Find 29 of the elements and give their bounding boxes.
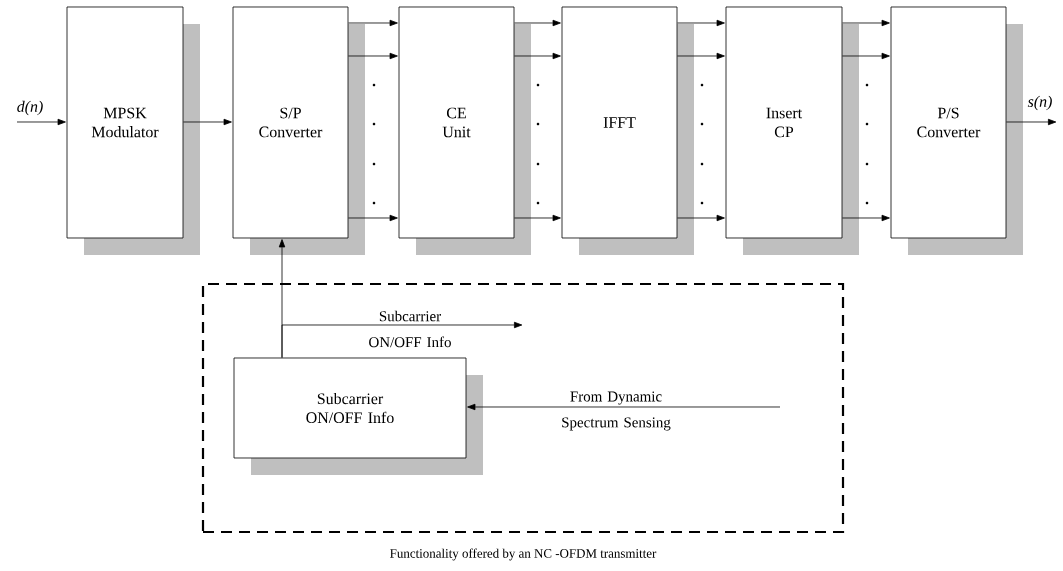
process-box: CE Unit <box>398 6 531 255</box>
arrow <box>514 19 561 27</box>
process-box: Insert CP <box>725 6 859 255</box>
edge-label: From Dynamic Spectrum Sensing <box>562 391 671 431</box>
arrow <box>842 214 890 222</box>
arrow <box>677 19 725 27</box>
arrow <box>514 52 561 60</box>
arrow <box>16 118 66 126</box>
arrow <box>467 403 781 411</box>
process-box: P/S Converter <box>890 6 1023 255</box>
process-box: Subcarrier ON/OFF Info <box>233 357 483 475</box>
edge-label: s(n) <box>1027 95 1052 111</box>
arrow <box>1006 118 1057 126</box>
process-box: MPSK Modulator <box>66 6 200 255</box>
arrow <box>183 118 232 126</box>
process-box: IFFT <box>561 6 694 255</box>
arrow <box>842 52 890 60</box>
arrow <box>348 19 398 27</box>
arrow <box>514 214 561 222</box>
node-label: Functionality offered by an NC -OFDM transmitter <box>390 548 657 561</box>
arrow <box>281 321 523 358</box>
arrow <box>348 52 398 60</box>
arrow <box>348 214 398 222</box>
edge-label: d(n) <box>17 100 43 116</box>
arrow <box>842 19 890 27</box>
arrow <box>677 52 725 60</box>
edge-label: Subcarrier ON/OFF Info <box>369 310 451 348</box>
process-box: S/P Converter <box>232 6 365 255</box>
arrow <box>677 214 725 222</box>
